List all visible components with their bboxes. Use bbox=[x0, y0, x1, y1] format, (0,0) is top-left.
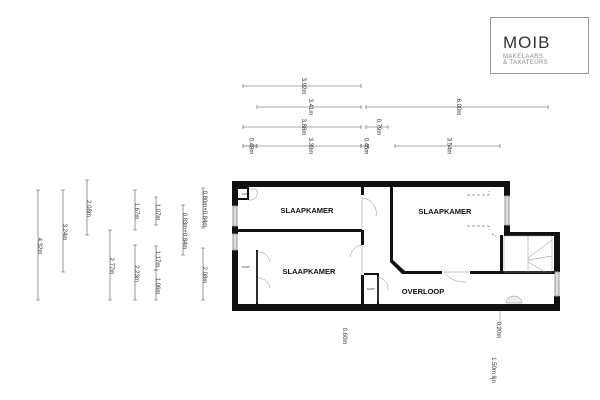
dimension-tick bbox=[181, 204, 185, 256]
dimension-tick bbox=[360, 144, 369, 148]
dimension-tick bbox=[154, 196, 158, 226]
dimension-label: 2.77m bbox=[108, 258, 114, 275]
dimension-label: 1.67m bbox=[133, 203, 139, 220]
doors bbox=[248, 188, 553, 331]
windows bbox=[232, 195, 560, 297]
room-labels: SLAAPKAMER SLAAPKAMER SLAAPKAMER OVERLOO… bbox=[242, 192, 472, 296]
dimension-tick bbox=[242, 125, 362, 129]
dimension-tick bbox=[365, 125, 389, 129]
logo: MOIB MAKELAARS& TAXATEURS bbox=[490, 17, 589, 74]
walls bbox=[232, 181, 560, 311]
dimension-tick bbox=[36, 189, 40, 301]
dimension-label: 0.45m bbox=[363, 138, 369, 155]
dimension-label: 3.41m bbox=[307, 99, 313, 116]
dimension-tick bbox=[242, 144, 257, 148]
dimension-label: 0.83m+0.84m bbox=[181, 213, 187, 250]
room-label-bedroom-3: SLAAPKAMER bbox=[419, 207, 473, 216]
dimension-label: 1.17m bbox=[154, 251, 160, 268]
dimension-label: 1.50m lijn bbox=[490, 357, 496, 383]
dimension-tick bbox=[154, 269, 158, 301]
dimension-tick bbox=[201, 187, 205, 229]
dimension-label: 2.23m bbox=[133, 265, 139, 282]
dimension-tick bbox=[133, 244, 137, 301]
dimension-label: 3.54m bbox=[446, 138, 452, 155]
room-label-landing: OVERLOOP bbox=[402, 287, 445, 296]
dimension-label: 3.88m bbox=[300, 119, 306, 136]
closet-label: KAST bbox=[242, 192, 250, 196]
dimension-label: 1.06m bbox=[154, 278, 160, 295]
dimension-label: 0.79m bbox=[375, 119, 381, 136]
room-label-bedroom-2: SLAAPKAMER bbox=[283, 267, 337, 276]
dimension-label: 3.92m bbox=[300, 78, 306, 95]
dimension-label: 0.48m bbox=[248, 138, 254, 155]
closet-label: KAST bbox=[367, 287, 375, 291]
closet-label: KAST bbox=[242, 265, 250, 269]
dimension-tick bbox=[133, 189, 137, 231]
dimension-label: 0.20m bbox=[495, 322, 501, 339]
dimension-tick bbox=[256, 105, 362, 109]
room-label-bedroom-1: SLAAPKAMER bbox=[281, 206, 335, 215]
dimension-label: 1.07m bbox=[154, 204, 160, 221]
dimension-tick bbox=[365, 105, 549, 109]
dimension-label: 0.60m bbox=[341, 328, 347, 345]
logo-tagline: MAKELAARS& TAXATEURS bbox=[503, 54, 549, 66]
dimension-label: 6.00m bbox=[455, 99, 461, 116]
dimension-label: 3.39m bbox=[307, 138, 313, 155]
dimension-lines bbox=[36, 84, 549, 301]
dimension-tick bbox=[61, 189, 65, 273]
logo-name: MOIB bbox=[503, 33, 551, 52]
dimension-tick bbox=[85, 179, 89, 236]
dimension-label: 3.24m bbox=[61, 224, 67, 241]
dimension-tick bbox=[394, 144, 501, 148]
dimension-label: 2.08m bbox=[85, 200, 91, 217]
dimension-tick bbox=[108, 229, 112, 301]
dimension-label: 2.08m bbox=[201, 267, 207, 284]
dimension-label: 4.32m bbox=[36, 238, 42, 255]
dimension-tick bbox=[201, 247, 205, 301]
dimension-tick bbox=[242, 84, 362, 88]
dimension-label: 0.80m+0.84m bbox=[201, 191, 207, 228]
